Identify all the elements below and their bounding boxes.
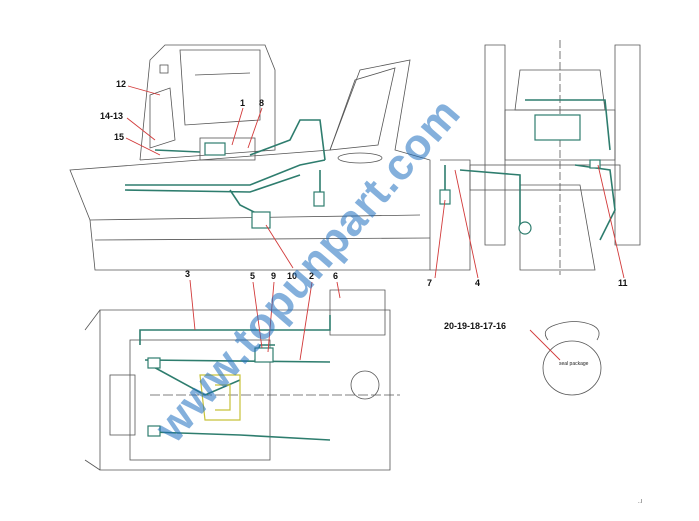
evaporator xyxy=(204,142,226,156)
callout-2: 2 xyxy=(309,271,314,281)
leader-12 xyxy=(127,85,161,96)
rear-receiver-drier xyxy=(439,189,451,205)
seal-package: seal package xyxy=(542,321,602,396)
rear-compressor xyxy=(518,221,532,235)
frame-line xyxy=(84,309,101,471)
plan-evaporator xyxy=(147,357,161,369)
rear-ac-unit xyxy=(534,114,581,141)
hose-line xyxy=(144,359,331,363)
callout-12: 12 xyxy=(116,79,126,89)
callout-11: 11 xyxy=(618,278,628,288)
hose-line xyxy=(459,169,521,230)
wiring-loop xyxy=(215,384,231,411)
side-view-frame xyxy=(69,59,431,271)
seal-package-bag xyxy=(542,340,602,396)
seat-outline xyxy=(149,87,176,149)
rear-view-hoses xyxy=(444,99,616,241)
rear-frame-left xyxy=(484,44,506,246)
hose-line xyxy=(139,315,331,345)
cab-detail xyxy=(194,72,251,76)
hose-line xyxy=(229,189,261,216)
leader-6 xyxy=(336,281,341,299)
callout-6: 6 xyxy=(333,271,338,281)
callout-15: 15 xyxy=(114,132,124,142)
leader-11 xyxy=(597,164,625,279)
callout-9: 9 xyxy=(271,271,276,281)
seal-package-label: seal package xyxy=(559,361,589,367)
ac-unit-outline xyxy=(199,137,256,161)
callout-10: 10 xyxy=(287,271,297,281)
cab-detail xyxy=(159,64,169,74)
callout-5: 5 xyxy=(250,271,255,281)
plan-condenser xyxy=(147,425,161,437)
swing-bearing xyxy=(350,370,380,400)
top-view xyxy=(84,289,400,471)
leader-lines xyxy=(125,85,625,361)
callout-3: 3 xyxy=(185,269,190,279)
leader-8 xyxy=(247,107,263,149)
plan-compressor xyxy=(254,347,274,363)
leader-10 xyxy=(265,224,294,269)
leader-2 xyxy=(299,281,313,361)
engine-plan-outline xyxy=(109,374,136,436)
leader-1 xyxy=(231,107,244,146)
hose-line xyxy=(574,164,616,241)
rear-view xyxy=(430,40,641,275)
callout-4: 4 xyxy=(475,278,480,288)
top-view-components xyxy=(147,347,274,437)
cab-plan-outline xyxy=(129,339,271,461)
compressor xyxy=(251,211,271,229)
boom-outline xyxy=(329,67,396,151)
leader-7 xyxy=(434,199,446,279)
leader-15 xyxy=(125,137,161,156)
callout-20-16: 20-19-18-17-16 xyxy=(444,321,506,331)
watermark-text: www.topunpart.com xyxy=(145,89,470,453)
hose-line xyxy=(149,431,331,441)
cab-outline xyxy=(139,44,276,161)
fan-housing xyxy=(337,152,383,164)
side-view-hoses xyxy=(124,119,326,216)
callout-7: 7 xyxy=(427,278,432,288)
rear-side-panel xyxy=(430,159,471,271)
page-mark: ..l xyxy=(638,499,642,505)
rear-clamp xyxy=(589,159,601,169)
cab-window xyxy=(179,49,261,126)
wiring-loop xyxy=(199,374,241,421)
leader-5 xyxy=(252,281,263,349)
leader-3 xyxy=(189,279,196,331)
leader-14-13 xyxy=(126,117,156,141)
cab-roof xyxy=(514,69,606,111)
hose-line xyxy=(525,99,611,151)
hose-line xyxy=(125,159,326,186)
frame-line xyxy=(94,237,431,241)
side-view xyxy=(69,44,431,271)
hose-line xyxy=(154,149,201,153)
seal-package-top xyxy=(544,321,600,341)
rear-view-components xyxy=(439,114,601,235)
leader-20-16 xyxy=(529,329,561,361)
callout-14-13: 14-13 xyxy=(100,111,123,121)
boom-foot xyxy=(329,289,386,336)
top-view-wiring xyxy=(199,374,241,421)
hose-line xyxy=(249,119,326,161)
callouts: 12 14-13 15 1 8 10 7 4 11 3 5 9 2 6 20-1… xyxy=(100,79,628,331)
leader-4 xyxy=(454,169,479,279)
callout-1: 1 xyxy=(240,98,245,108)
side-view-components xyxy=(204,142,325,229)
rear-frame-right xyxy=(614,44,641,246)
hose-line xyxy=(124,174,301,193)
leader-9 xyxy=(267,281,275,353)
callout-8: 8 xyxy=(259,98,264,108)
receiver-drier xyxy=(313,191,325,207)
top-view-frame xyxy=(99,309,391,471)
